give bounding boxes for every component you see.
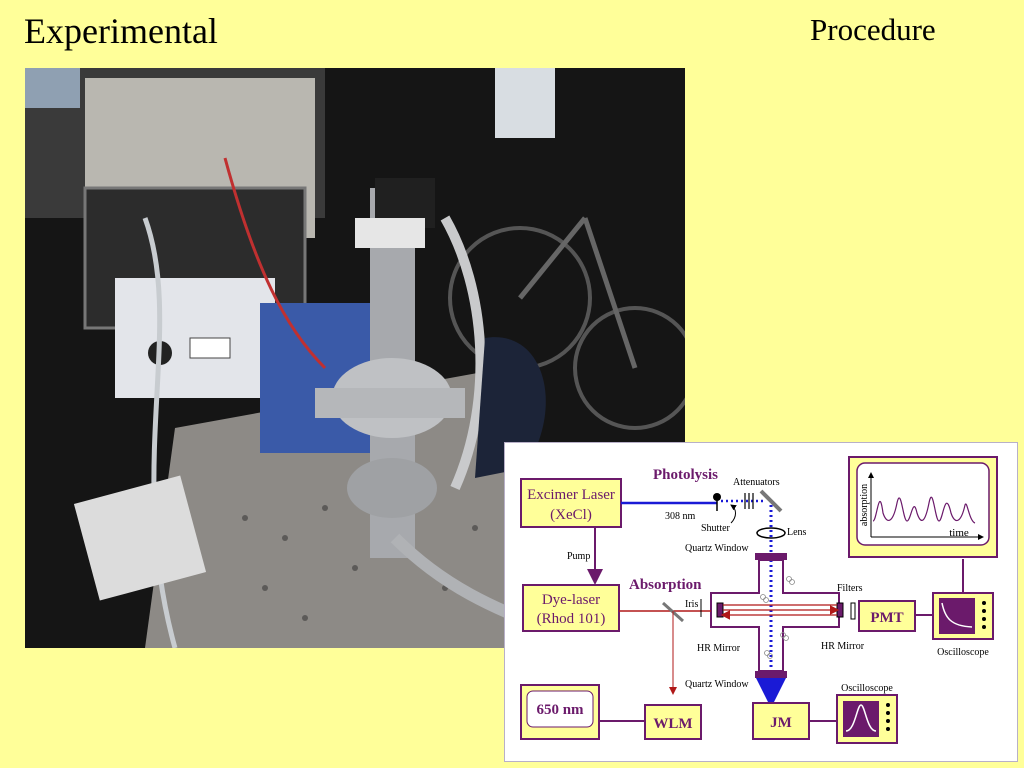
hr-mirror-right-label: HR Mirror [821, 641, 865, 652]
dye-laser-label: Dye-laser [542, 592, 600, 608]
wlm-box: WLM [644, 704, 702, 740]
shutter-label: Shutter [701, 523, 731, 534]
pmt-box: PMT [858, 600, 916, 632]
oscilloscope-right-label: Oscilloscope [937, 647, 989, 658]
filters-label: Filters [837, 583, 863, 594]
dye-medium-label: (Rhod 101) [537, 611, 606, 627]
wavelength-display-value: 650 nm [536, 702, 584, 718]
attenuators-label: Attenuators [733, 477, 780, 488]
photolysis-label: Photolysis [653, 467, 718, 483]
excimer-medium-label: (XeCl) [550, 507, 592, 523]
setup-schematic: Excimer Laser (XeCl) Photolysis 308 nm S… [504, 442, 1018, 762]
quartz-window-bottom-label: Quartz Window [685, 679, 749, 690]
jm-box: JM [752, 702, 810, 740]
hr-mirror-left-label: HR Mirror [697, 643, 741, 654]
excimer-laser-box: Excimer Laser (XeCl) [520, 478, 622, 528]
oscilloscope-right [932, 592, 994, 640]
monitor-x-label: time [949, 527, 969, 539]
slide-title: Experimental [24, 11, 218, 51]
quartz-window-top [755, 553, 787, 560]
oscilloscope-bottom-label: Oscilloscope [841, 683, 893, 694]
iris-label: Iris [685, 599, 698, 610]
lens-icon [756, 527, 786, 539]
wlm-label: WLM [653, 716, 692, 732]
monitor-y-label: absorption [859, 484, 870, 526]
hr-mirror-left [716, 602, 724, 618]
hr-mirror-right [836, 602, 844, 618]
absorption-cell [710, 559, 840, 672]
sample-molecules [760, 576, 795, 659]
filters-icon [850, 602, 856, 620]
lens-label: Lens [787, 527, 807, 538]
quartz-window-top-label: Quartz Window [685, 543, 749, 554]
excimer-laser-label: Excimer Laser [527, 487, 615, 503]
oscilloscope-bottom [836, 694, 898, 744]
pmt-label: PMT [870, 610, 903, 626]
quartz-window-bottom [755, 671, 787, 678]
attenuators-icon [744, 493, 754, 509]
turning-mirror [759, 489, 783, 513]
pump-label: Pump [567, 551, 590, 562]
multipass-beams [720, 604, 840, 620]
wavelength-display: 650 nm [520, 684, 600, 740]
slide-subtitle: Procedure [810, 12, 936, 47]
jm-label: JM [770, 715, 792, 731]
absorption-label: Absorption [629, 577, 702, 593]
absorption-monitor [848, 456, 998, 593]
dye-laser-box: Dye-laser (Rhod 101) [522, 584, 620, 632]
apparatus-photo [25, 68, 685, 648]
wavelength-308-label: 308 nm [665, 511, 696, 522]
